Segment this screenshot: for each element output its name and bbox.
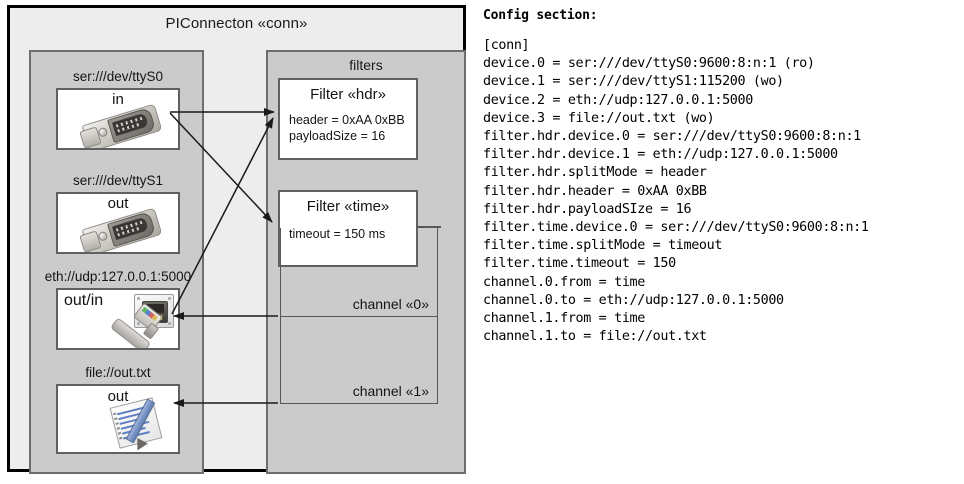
filter-box-hdr[interactable]: Filter «hdr» header = 0xAA 0xBB payloadS… <box>278 78 418 160</box>
device-group-file[interactable]: file://out.txt out <box>41 364 195 454</box>
config-section: Config section: [conn] device.0 = ser:///… <box>483 8 961 346</box>
config-line: device.1 = ser:///dev/ttyS1:115200 (wo) <box>483 74 784 90</box>
config-line: device.3 = file://out.txt (wo) <box>483 110 715 126</box>
ethernet-jack-icon <box>109 294 178 348</box>
device-direction-eth: out/in <box>64 292 104 309</box>
device-label-ttys1: ser:///dev/ttyS1 <box>72 173 164 188</box>
device-direction-ttys1: out <box>107 195 129 212</box>
filter-title-time: Filter «time» <box>306 198 390 215</box>
config-line: channel.1.to = file://out.txt <box>483 329 707 345</box>
channel-label-1: channel «1» <box>352 383 429 399</box>
channel-label-0: channel «0» <box>352 296 429 312</box>
device-label-ttys0: ser:///dev/ttyS0 <box>72 69 164 84</box>
connector-wires <box>169 108 278 407</box>
wire-ttys0-to-time <box>169 112 273 223</box>
filter-attr-payloadsize: payloadSize = 16 <box>289 129 386 143</box>
config-line: filter.time.timeout = 150 <box>483 256 676 272</box>
config-line: filter.time.splitMode = timeout <box>483 238 723 254</box>
config-line: filter.time.device.0 = ser:///dev/ttyS0:… <box>483 220 869 236</box>
config-line: filter.hdr.device.1 = eth://udp:127.0.0.… <box>483 147 838 163</box>
device-box-file[interactable]: out <box>56 384 180 454</box>
channel-frame-1[interactable]: channel «1» <box>280 316 438 404</box>
device-direction-file: out <box>107 388 129 405</box>
config-line: filter.hdr.splitMode = header <box>483 165 707 181</box>
wire-eth-to-hdr <box>171 117 274 315</box>
filter-box-time[interactable]: Filter «time» timeout = 150 ms <box>278 190 418 267</box>
config-line: filter.hdr.payloadSIze = 16 <box>483 201 692 217</box>
config-line: filter.hdr.header = 0xAA 0xBB <box>483 183 707 199</box>
device-box-ttys1[interactable]: out <box>56 192 180 254</box>
device-group-ttys0[interactable]: ser:///dev/ttyS0 in <box>41 68 195 150</box>
device-label-eth: eth://udp:127.0.0.1:5000 <box>44 269 192 284</box>
config-line: channel.0.to = eth://udp:127.0.0.1:5000 <box>483 292 784 308</box>
device-group-ttys1[interactable]: ser:///dev/ttyS1 out <box>41 172 195 254</box>
config-line: [conn] <box>483 38 530 53</box>
device-box-ttys0[interactable]: in <box>56 88 180 150</box>
config-line: channel.0.from = time <box>483 274 645 290</box>
device-box-eth[interactable]: out/in <box>56 288 180 350</box>
config-listing: [conn] device.0 = ser:///dev/ttyS0:9600:8… <box>483 37 961 346</box>
config-line: device.2 = eth://udp:127.0.0.1:5000 <box>483 92 753 108</box>
filter-attr-timeout: timeout = 150 ms <box>289 227 386 241</box>
component-title: PIConnecton «conn» <box>165 15 308 32</box>
devices-panel: ser:///dev/ttyS0 in ser:///dev/ttyS1 out <box>29 50 204 474</box>
device-label-file: file://out.txt <box>85 365 151 380</box>
config-line: channel.1.from = time <box>483 311 645 327</box>
device-group-eth[interactable]: eth://udp:127.0.0.1:5000 out/in <box>33 268 203 350</box>
config-line: device.0 = ser:///dev/ttyS0:9600:8:n:1 (… <box>483 56 815 72</box>
device-direction-ttys0: in <box>112 91 124 108</box>
config-heading: Config section: <box>483 8 598 23</box>
filter-title-hdr: Filter «hdr» <box>310 86 386 103</box>
filters-panel-title: filters <box>349 57 383 73</box>
filter-attr-header: header = 0xAA 0xBB <box>289 113 405 127</box>
config-line: filter.hdr.device.0 = ser:///dev/ttyS0:9… <box>483 129 861 145</box>
